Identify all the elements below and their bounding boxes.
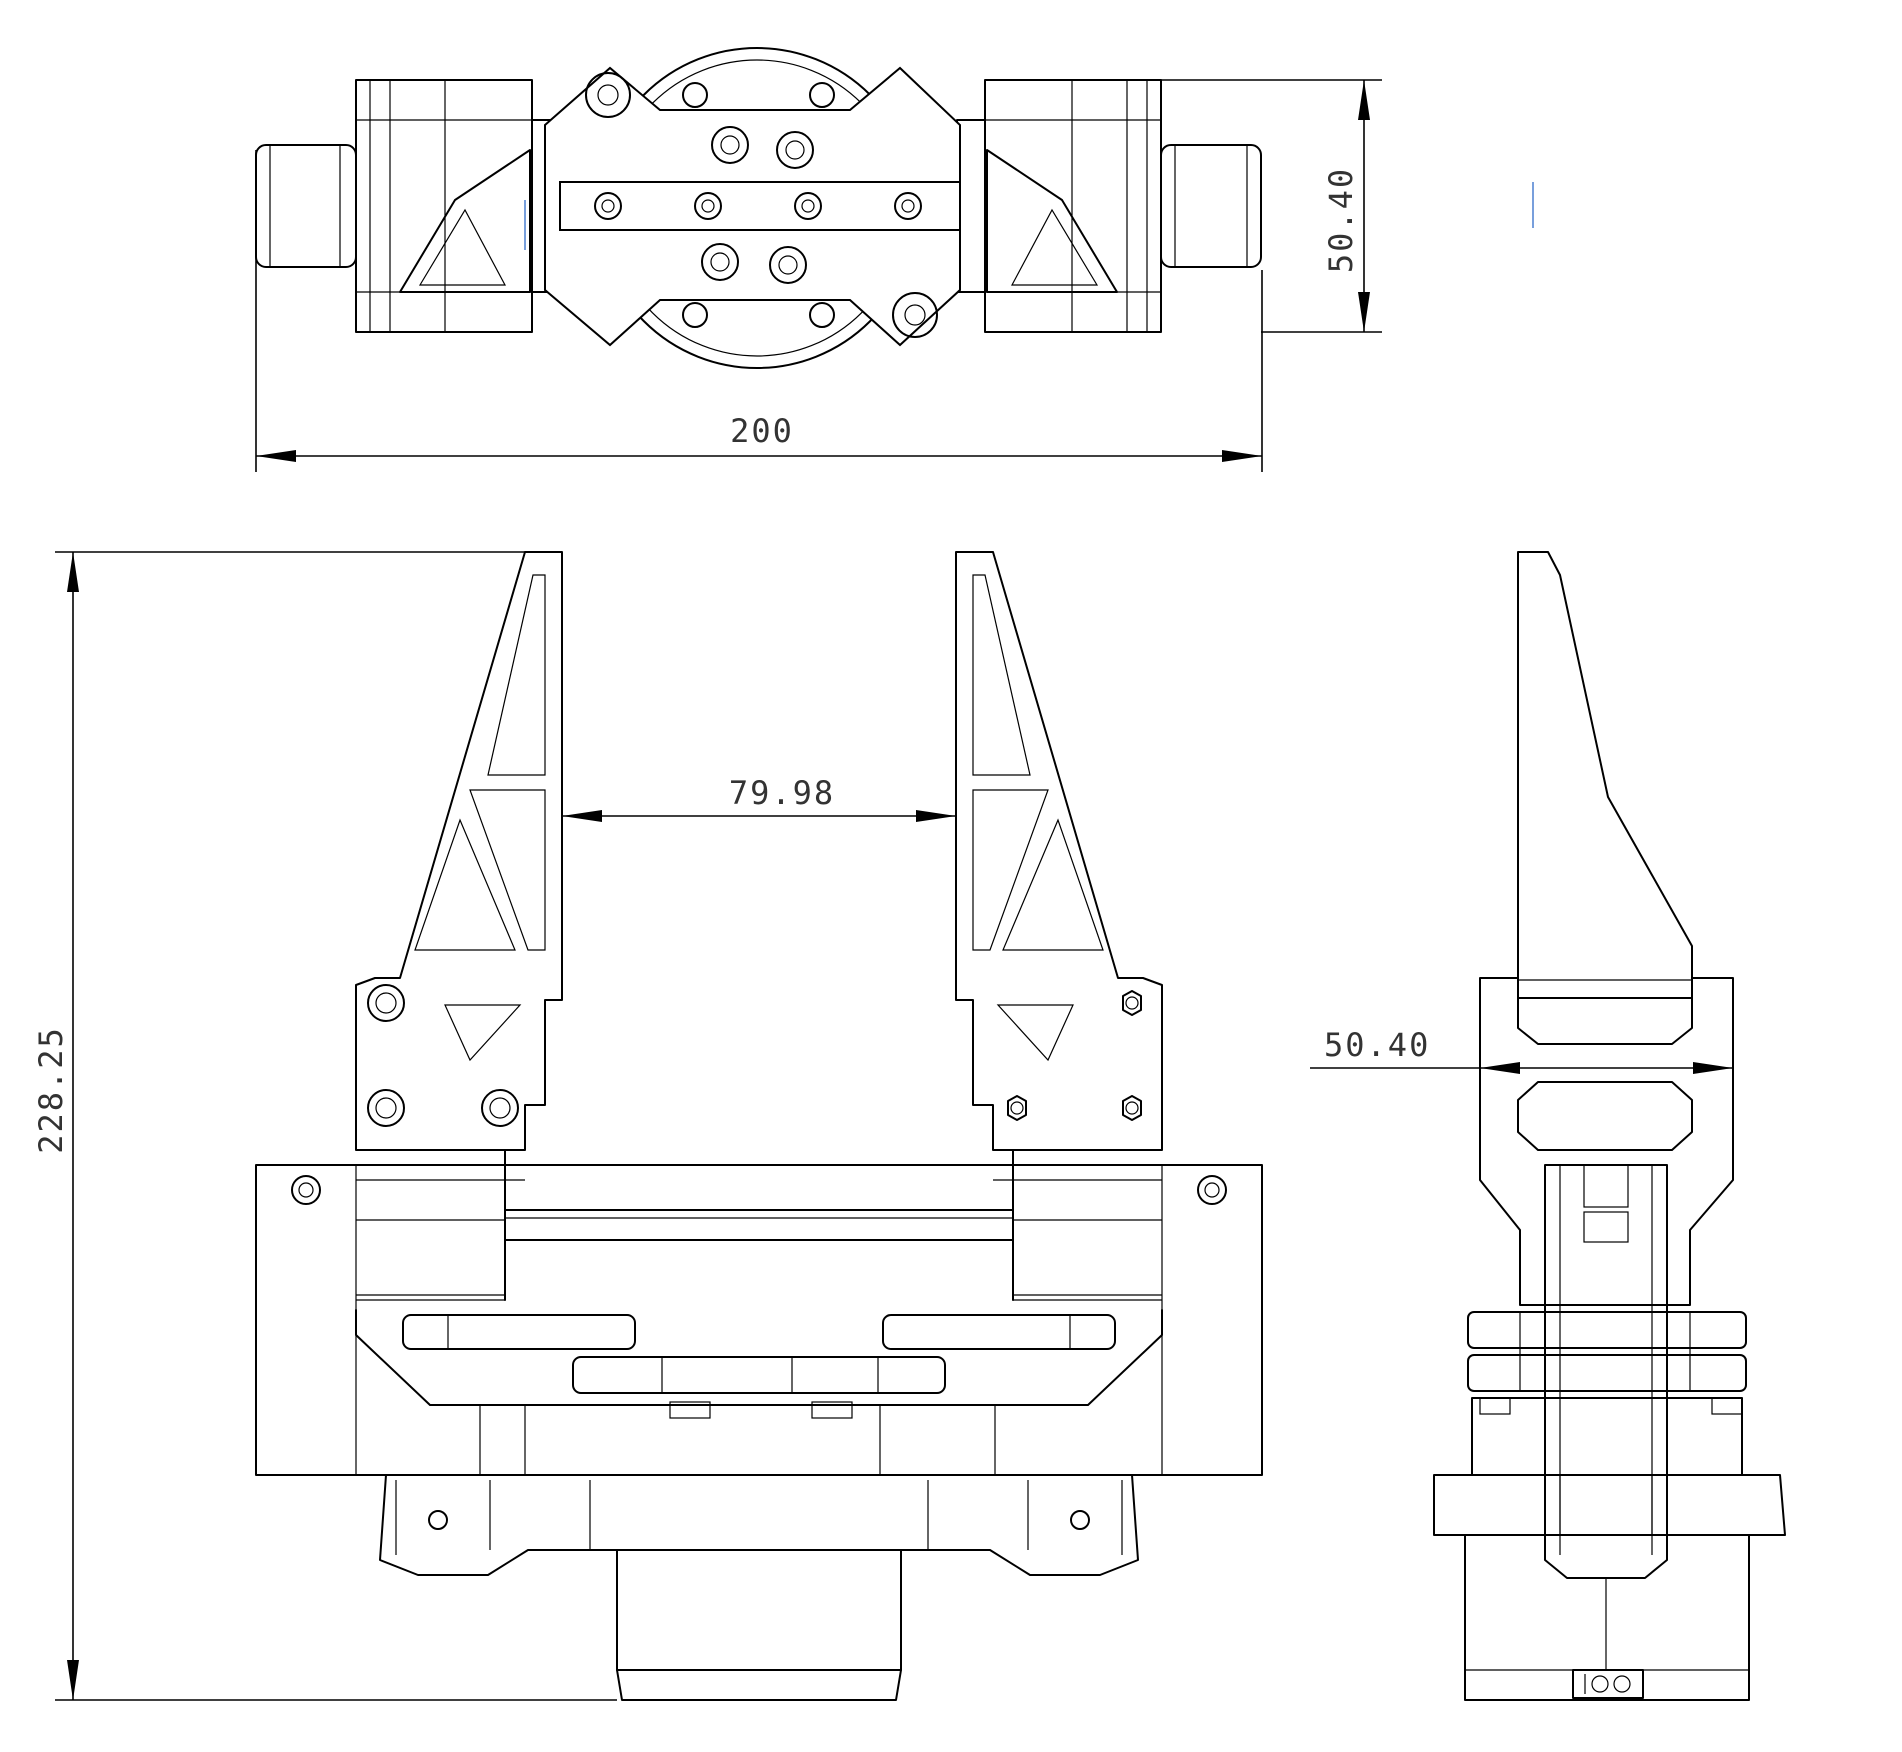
side-view-finger [1517,551,1693,1045]
top-view-cross-bar [559,181,961,231]
dim-top-height-label: 50.40 [1322,167,1360,273]
top-view [255,47,1262,369]
dim-finger-gap-label: 79.98 [729,774,835,812]
dim-front-height-label: 228.25 [32,1026,70,1154]
front-view-left-finger [355,551,563,1151]
front-view-flange [379,1474,1139,1576]
dim-finger-gap: 79.98 [562,774,956,822]
side-view [1433,551,1786,1701]
dim-side-width: 50.40 [1310,1026,1733,1074]
dim-top-height: 50.40 [1161,79,1382,333]
top-view-left-body [355,79,533,333]
dim-side-width-label: 50.40 [1324,1026,1430,1064]
side-view-bottom-cylinder [1464,1534,1750,1701]
side-view-connector [1572,1669,1644,1699]
side-view-body [1479,977,1734,1306]
dim-front-height: 228.25 [32,551,617,1701]
top-view-left-cap [255,144,357,268]
front-view-right-finger [955,551,1163,1151]
side-view-flange [1433,1474,1786,1536]
front-view-bottom-cylinder [616,1549,902,1671]
dim-top-width-label: 200 [730,412,794,450]
dim-top-width: 200 [255,150,1263,472]
top-view-right-body [984,79,1162,333]
front-view [255,551,1263,1701]
top-view-right-cap [1160,144,1262,268]
